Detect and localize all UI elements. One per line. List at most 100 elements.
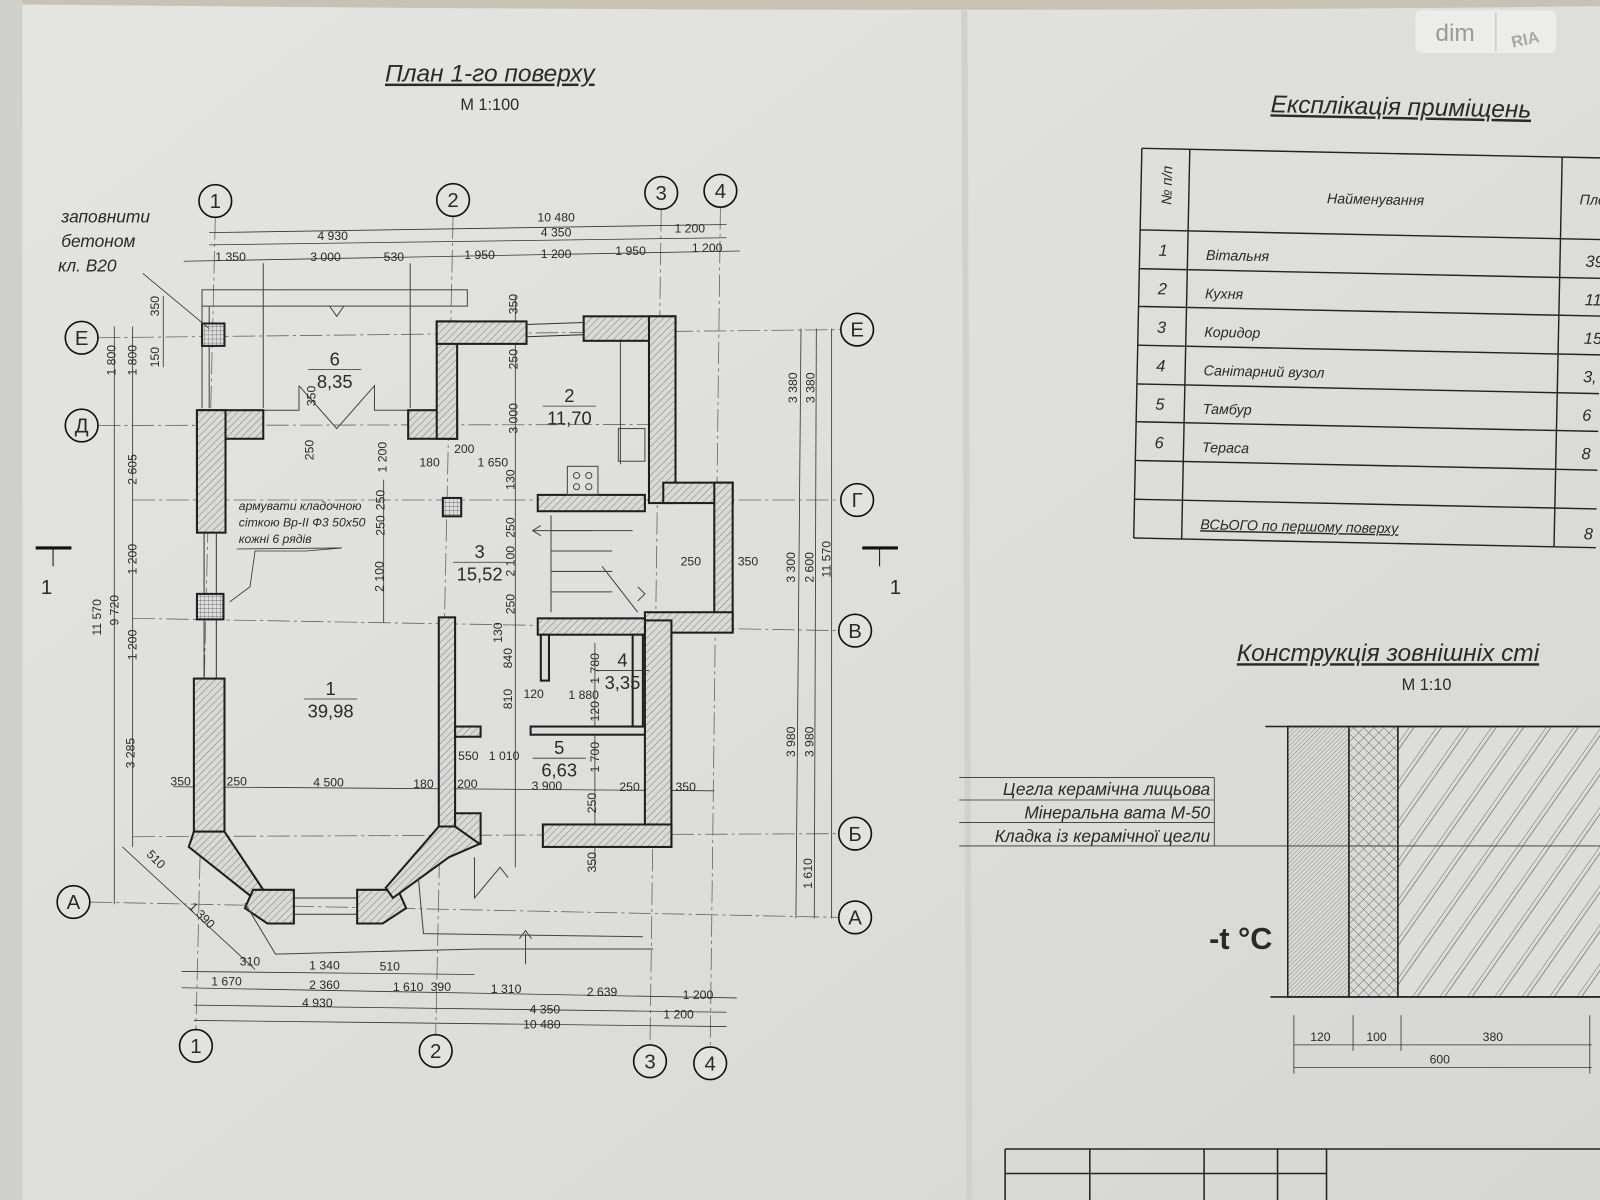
dimension-label: 120 <box>523 687 544 701</box>
axis-circle <box>703 173 738 208</box>
svg-text:dim: dim <box>1435 20 1474 47</box>
kitchen-fixtures <box>566 341 646 496</box>
dimension-label: 1 310 <box>491 982 522 996</box>
dimension-label: 1 350 <box>215 250 246 264</box>
dimension-label: 1 950 <box>464 248 495 262</box>
axis-label: 1 <box>190 1036 201 1058</box>
dimension-label: 180 <box>413 777 434 791</box>
total-area: 8 <box>1584 525 1593 543</box>
axis-label: Е <box>850 320 864 342</box>
axis-label: Б <box>848 824 861 846</box>
dimension-label: 10 480 <box>537 210 575 224</box>
row-area: 3, <box>1583 368 1597 386</box>
axis-line-1 <box>195 217 216 1030</box>
room-number: 3 <box>474 541 484 562</box>
staircase <box>531 515 646 613</box>
axis-line-b <box>132 833 839 838</box>
dimension-label: 180 <box>419 455 440 469</box>
dimension-label: 390 <box>431 980 452 994</box>
axis-label: 2 <box>430 1041 441 1063</box>
room-area: 8,35 <box>317 371 353 392</box>
axis-circle <box>198 183 233 219</box>
title-block <box>1004 1148 1600 1200</box>
dimension-label: 310 <box>240 954 261 968</box>
total-label: ВСЬОГО по першому поверху <box>1200 517 1399 537</box>
dimension-label: 350 <box>676 780 697 794</box>
dim-total: 600 <box>1430 1052 1451 1066</box>
room-number: 1 <box>326 678 336 699</box>
axis-label: Г <box>852 490 863 512</box>
dimension-label: 1 950 <box>615 244 646 258</box>
dimension-label: 200 <box>454 442 475 456</box>
section-mark-left: 1 <box>35 546 72 599</box>
dimension-label: 3 980 <box>784 726 798 757</box>
stair-arrow-icon <box>637 586 646 602</box>
note-reinforcement: армувати кладочною сіткою Вр-II Ф3 50х50… <box>229 499 366 603</box>
dimension-label: 1 880 <box>568 688 599 702</box>
dimension-label: 350 <box>585 852 599 873</box>
outside-temperature-label: -t °C <box>1209 922 1272 956</box>
axis-label: А <box>848 907 862 929</box>
dimension-label: 250 <box>374 515 388 536</box>
dimension-label: 1 200 <box>674 222 705 236</box>
axis-circle <box>64 408 99 443</box>
dim-wool: 100 <box>1366 1030 1387 1044</box>
row-area: 8 <box>1581 445 1590 463</box>
photo-top-edge <box>0 0 1600 10</box>
dimension-label: 1 200 <box>376 442 390 473</box>
svg-text:1: 1 <box>890 577 901 599</box>
axis-bubble: 3 <box>632 1044 668 1079</box>
walls <box>187 315 734 925</box>
dimension-label: 130 <box>491 622 505 643</box>
dimension-label: 1 610 <box>801 858 815 889</box>
dimension-label: 150 <box>148 347 162 368</box>
dimension-label: 1 650 <box>478 455 509 469</box>
room-area: 3,35 <box>605 672 641 693</box>
row-name: Кухня <box>1205 286 1244 303</box>
layer-label-mineral-wool: Мінеральна вата М-50 <box>1024 802 1210 822</box>
axis-bubble: Б <box>837 816 873 851</box>
axis-bubble: В <box>837 613 873 648</box>
row-number: 2 <box>1157 280 1167 298</box>
axis-circle <box>693 1046 728 1081</box>
layer-masonry <box>1397 725 1600 998</box>
axis-circle <box>644 175 679 210</box>
dimension-label: 11 570 <box>820 541 834 578</box>
dimension-label: 1 200 <box>692 241 723 255</box>
axis-circle <box>632 1044 668 1079</box>
explication-title: Експлікація приміщень <box>1270 91 1531 123</box>
axis-bubble: 4 <box>703 173 738 208</box>
dimension-label: 3 000 <box>310 250 341 264</box>
axis-label: А <box>67 892 81 914</box>
dimension-label: 250 <box>302 440 316 461</box>
dimension-label: 2 639 <box>587 985 618 999</box>
dimension-label: 4 930 <box>302 996 333 1010</box>
axis-circle <box>837 816 873 851</box>
stove-icon <box>566 465 599 496</box>
row-name: Вітальня <box>1206 248 1270 265</box>
axis-circle <box>837 900 873 935</box>
paper-left-curl <box>0 0 23 1200</box>
windows <box>203 321 584 915</box>
svg-text:бетоном: бетоном <box>61 231 135 251</box>
partitions <box>529 633 646 736</box>
row-number: 3 <box>1157 319 1166 337</box>
axis-bubble: А <box>56 884 91 920</box>
axis-circle <box>56 884 91 920</box>
row-area: 11 <box>1585 291 1600 309</box>
dimension-label: 3 380 <box>803 372 817 403</box>
construction-title: Конструкція зовнішніх сті <box>1237 640 1540 667</box>
axis-bubble: Г <box>840 482 875 518</box>
layer-label-facing-brick: Цегла керамічна лицьова <box>1003 779 1211 799</box>
dimension-label: 10 480 <box>523 1018 561 1032</box>
dimension-label: 810 <box>501 689 515 710</box>
dimension-label: 250 <box>619 780 640 794</box>
dimension-label: 2 605 <box>126 454 140 485</box>
dimension-label: 350 <box>148 296 162 317</box>
row-area: 15 <box>1584 330 1600 348</box>
